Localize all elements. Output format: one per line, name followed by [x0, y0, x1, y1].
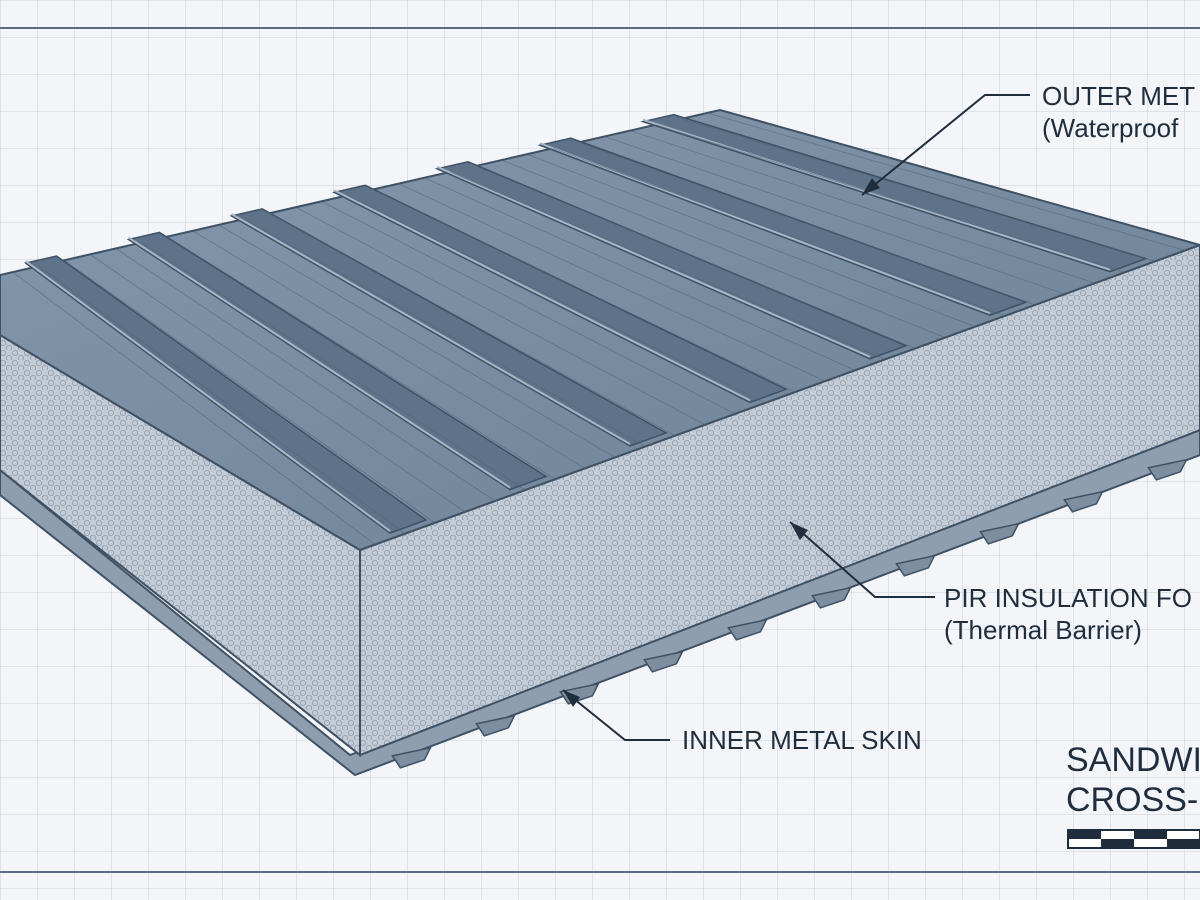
corrugation-line: [655, 124, 1126, 273]
outer-skin-label: OUTER MET (Waterproof: [1042, 80, 1195, 144]
corrugation-line: [64, 259, 436, 524]
corrugation-rib: [537, 137, 1029, 317]
outer-skin-corrugations: [12, 112, 1186, 545]
corrugation-line: [346, 195, 766, 404]
core-label: PIR INSULATION FO (Thermal Barrier): [944, 582, 1192, 646]
inner-skin-label: INNER METAL SKIN: [682, 724, 922, 756]
corrugation-highlight: [25, 260, 391, 532]
core-title: PIR INSULATION FO: [944, 583, 1192, 613]
corrugation-line: [578, 142, 1036, 306]
corrugation-line: [526, 153, 976, 328]
corrugation-highlight: [333, 189, 751, 402]
inner-skin-rib: [1063, 490, 1104, 513]
corrugation-rib: [229, 208, 668, 447]
corrugation-line: [372, 189, 796, 393]
title-block: SANDWI CROSS-: [1066, 740, 1200, 820]
corrugation-highlight: [436, 165, 871, 358]
inner-skin-title: INNER METAL SKIN: [682, 725, 922, 755]
corrugation-line: [398, 183, 826, 382]
corrugation-line: [218, 224, 616, 458]
corrugation-line: [475, 165, 916, 349]
corrugation-line: [166, 236, 556, 480]
corrugation-rib: [332, 184, 788, 404]
corrugation-line: [321, 200, 736, 415]
arrowhead-inner: [563, 690, 580, 707]
inner-skin-rib: [643, 650, 684, 673]
outer-skin-subtitle: (Waterproof: [1042, 113, 1179, 143]
inner-skin-rib: [1147, 458, 1188, 481]
corrugation-line: [38, 265, 406, 534]
corrugation-rib: [126, 231, 548, 491]
corrugation-line: [424, 177, 856, 371]
corrugation-line: [115, 248, 496, 502]
inner-metal-skin: [0, 428, 1200, 777]
outer-skin-title: OUTER MET: [1042, 81, 1196, 111]
core-subtitle: (Thermal Barrier): [944, 615, 1142, 645]
corrugation-line: [141, 242, 526, 491]
corrugation-line: [449, 171, 886, 360]
corrugation-line: [552, 147, 1006, 317]
inner-skin-rib: [391, 746, 432, 769]
corrugation-highlight: [642, 118, 1111, 271]
corrugation-line: [89, 254, 466, 513]
corrugation-line: [604, 136, 1066, 295]
arrowhead-core: [790, 522, 808, 540]
corrugation-line: [681, 118, 1156, 262]
inner-skin-rib: [727, 618, 768, 641]
corrugation-line: [707, 112, 1186, 251]
inner-skin-rib: [811, 586, 852, 609]
inner-skin-rib: [475, 714, 516, 737]
corrugation-highlight: [230, 213, 631, 445]
corrugation-highlight: [128, 236, 511, 489]
arrowhead-outer: [862, 178, 880, 195]
leader-line-outer: [861, 94, 1030, 196]
corrugation-line: [12, 271, 376, 545]
corrugation-rib: [434, 160, 909, 360]
corrugation-line: [269, 212, 676, 436]
inner-skin-rib: [895, 554, 936, 577]
corrugation-line: [629, 130, 1096, 284]
inner-skin-rib: [979, 522, 1020, 545]
corrugation-rib: [23, 255, 428, 534]
scale-bar: [1067, 829, 1200, 849]
leader-line-inner: [562, 689, 670, 741]
title-line-1: SANDWI: [1066, 741, 1200, 779]
leader-line-core: [789, 521, 935, 598]
title-line-2: CROSS-: [1066, 781, 1199, 819]
corrugation-line: [192, 230, 586, 469]
corrugation-line: [501, 159, 946, 338]
corrugation-line: [244, 218, 646, 447]
corrugation-line: [295, 206, 706, 426]
